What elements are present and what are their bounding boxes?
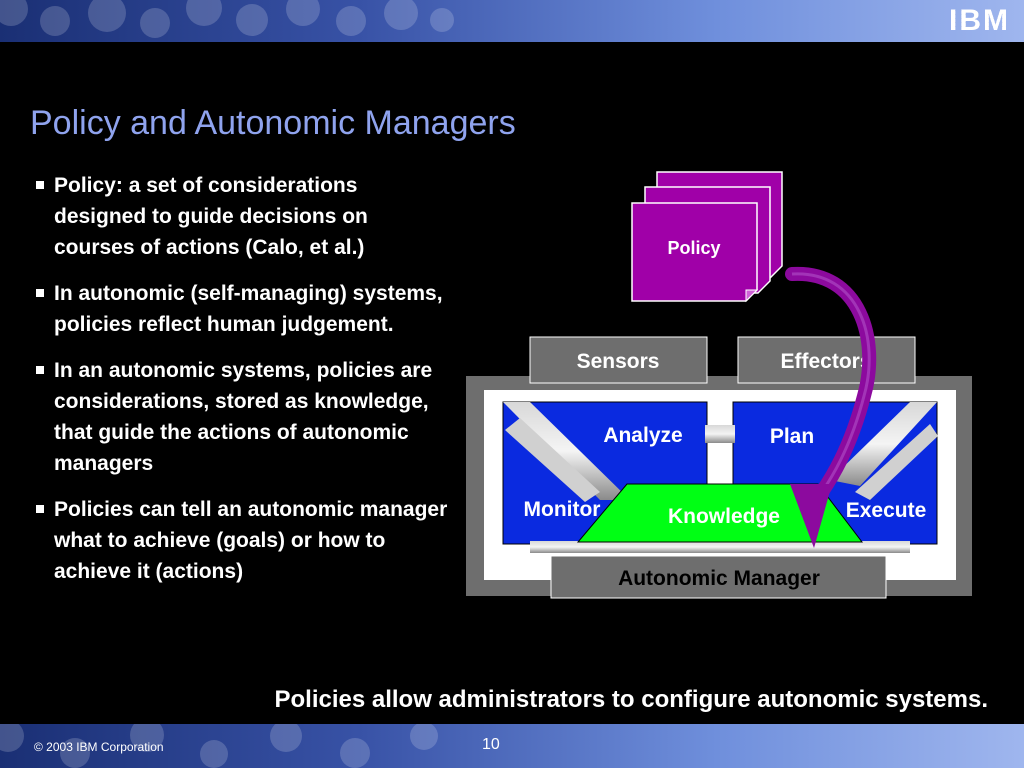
bullet-square-icon (36, 181, 44, 189)
connector-pipe (855, 424, 938, 500)
knowledge-shape (576, 483, 864, 543)
ibm-logo: IBM (930, 4, 1010, 38)
page-number: 10 (482, 736, 500, 753)
bullet-item: In autonomic (self-managing) systems, po… (34, 278, 454, 340)
decorative-bubble (130, 724, 164, 752)
decorative-bubble (410, 724, 438, 750)
decorative-bubble (40, 6, 70, 36)
bullet-item: Policies can tell an autonomic manager w… (34, 494, 454, 587)
policy-flow-arrow-highlight (791, 272, 871, 493)
decorative-bubble (88, 0, 126, 32)
bullet-item: Policy: a set of considerations designed… (34, 170, 454, 263)
bullet-item: In an autonomic systems, policies are co… (34, 355, 454, 479)
arrow-head-icon (790, 484, 832, 548)
effectors-label: Effectors (780, 350, 871, 373)
execute-label: Execute (846, 499, 927, 522)
manager-label: Autonomic Manager (618, 567, 820, 590)
connector-pipe (705, 425, 735, 443)
decorative-bubble (200, 740, 228, 768)
copyright-text: © 2003 IBM Corporation (34, 740, 164, 754)
decorative-bubble (140, 8, 170, 38)
footer-banner (0, 724, 1024, 768)
slide-title: Policy and Autonomic Managers (30, 104, 516, 142)
decorative-bubble (336, 6, 366, 36)
policy-document-stack: Policy (631, 171, 783, 303)
sensors-label: Sensors (577, 350, 660, 373)
autonomic-manager-diagram: Sensors Effectors Analyze Plan Monitor E… (466, 171, 972, 599)
connector-pipe (830, 402, 937, 486)
sensors-box (529, 336, 708, 384)
bullet-square-icon (36, 505, 44, 513)
summary-text: Policies allow administrators to configu… (274, 686, 988, 713)
connector-pipe (505, 418, 600, 502)
knowledge-label: Knowledge (668, 505, 780, 528)
decorative-bubble (270, 724, 302, 752)
effectors-box (737, 336, 916, 384)
page-fold-icon (745, 289, 759, 303)
decorative-bubble (430, 8, 454, 32)
decorative-bubble (286, 0, 320, 26)
decorative-bubble (340, 738, 370, 768)
decorative-bubble (0, 0, 28, 26)
header-banner: IBM (0, 0, 1024, 42)
bullet-square-icon (36, 289, 44, 297)
policy-label: Policy (667, 238, 720, 258)
decorative-bubble (186, 0, 222, 26)
decorative-bubble (384, 0, 418, 30)
decorative-bubble (0, 724, 24, 752)
monitor-label: Monitor (524, 498, 601, 521)
bullet-square-icon (36, 366, 44, 374)
decorative-bubble (236, 4, 268, 36)
decorative-bubble (60, 738, 90, 768)
manager-label-box (550, 555, 887, 599)
connector-pipe (530, 541, 910, 553)
connector-pipe (503, 402, 630, 500)
analyze-label: Analyze (603, 424, 682, 447)
plan-label: Plan (770, 425, 814, 448)
bullet-list: Policy: a set of considerations designed… (34, 170, 454, 602)
